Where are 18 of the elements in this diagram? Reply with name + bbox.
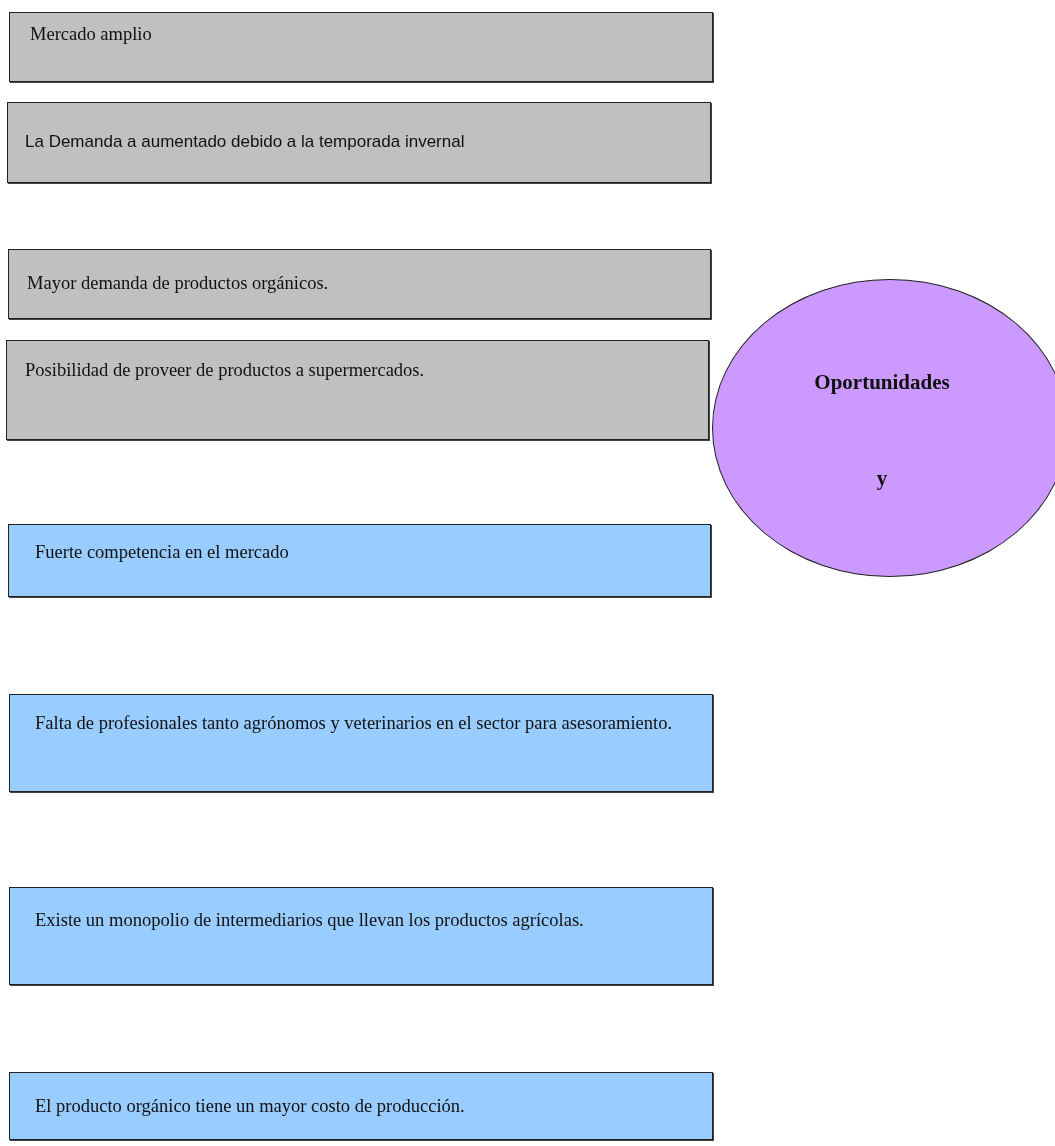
box-text: Mercado amplio xyxy=(30,24,152,44)
text-box xyxy=(7,102,711,183)
box-text: Falta de profesionales tanto agrónomos y veterinarios en el sector para asesoramiento. xyxy=(35,713,672,733)
text-box xyxy=(8,524,711,597)
box-text: Posibilidad de proveer de productos a supermercados. xyxy=(25,360,425,380)
box-text: Existe un monopolio de intermediarios que llevan los productos agrícolas. xyxy=(35,910,584,930)
text-box xyxy=(6,340,709,440)
ellipse-label: y xyxy=(875,466,889,491)
text-box xyxy=(9,1072,713,1140)
text-box xyxy=(9,694,713,792)
box-text: Fuerte competencia en el mercado xyxy=(35,542,289,562)
box-text: Mayor demanda de productos orgánicos. xyxy=(27,273,329,293)
text-box xyxy=(8,249,711,319)
text-box xyxy=(9,887,713,985)
box-text: El producto orgánico tiene un mayor costo de producción. xyxy=(35,1096,465,1116)
text-box xyxy=(9,12,713,82)
box-text: La Demanda a aumentado debido a la temporada invernal xyxy=(25,132,465,151)
ellipse-label: Oportunidades xyxy=(813,370,951,395)
